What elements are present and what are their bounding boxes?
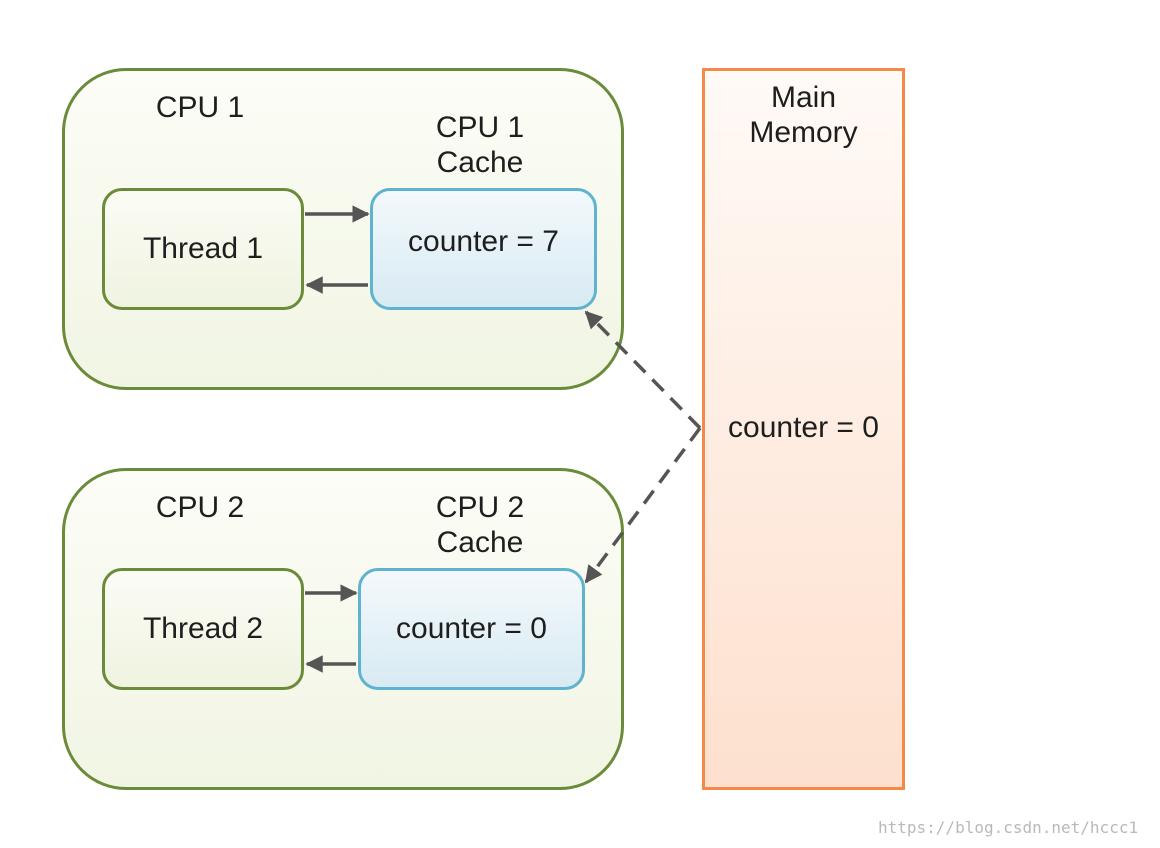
- cpu-2-cache-value: counter = 0: [396, 612, 547, 645]
- thread-2-box: Thread 2: [102, 568, 304, 690]
- main-memory-value: counter = 0: [728, 411, 879, 444]
- main-memory-box: [702, 68, 905, 790]
- cpu-1-label: CPU 1: [155, 91, 245, 124]
- thread-2-label: Thread 2: [142, 612, 264, 645]
- cpu-1-cache-label-line2: Cache: [436, 146, 524, 179]
- thread-1-box: Thread 1: [102, 188, 304, 310]
- cpu-2-cache-label: CPU 2 Cache: [420, 490, 540, 560]
- main-memory-label-line2: Memory: [749, 116, 858, 149]
- cpu-1-cache-value: counter = 7: [408, 225, 559, 258]
- main-memory-label-line1: Main: [770, 81, 837, 114]
- memory-to-cache-1-dashed-arrow: [584, 310, 702, 430]
- cpu-1-cache-label-line1: CPU 1: [435, 111, 525, 144]
- memory-to-cache-2-dashed-arrow: [584, 426, 702, 584]
- cpu-2-cache-box: counter = 0: [358, 568, 585, 690]
- cpu-2-label: CPU 2: [155, 491, 245, 524]
- thread-1-label: Thread 1: [142, 232, 264, 265]
- cpu-2-cache-label-line2: Cache: [436, 526, 524, 559]
- main-memory-label: Main Memory: [702, 80, 905, 150]
- watermark: https://blog.csdn.net/hccc1: [878, 818, 1139, 837]
- cpu-1-cache-label: CPU 1 Cache: [420, 110, 540, 180]
- cpu-1-cache-box: counter = 7: [370, 188, 597, 310]
- cpu-2-cache-label-line1: CPU 2: [435, 491, 525, 524]
